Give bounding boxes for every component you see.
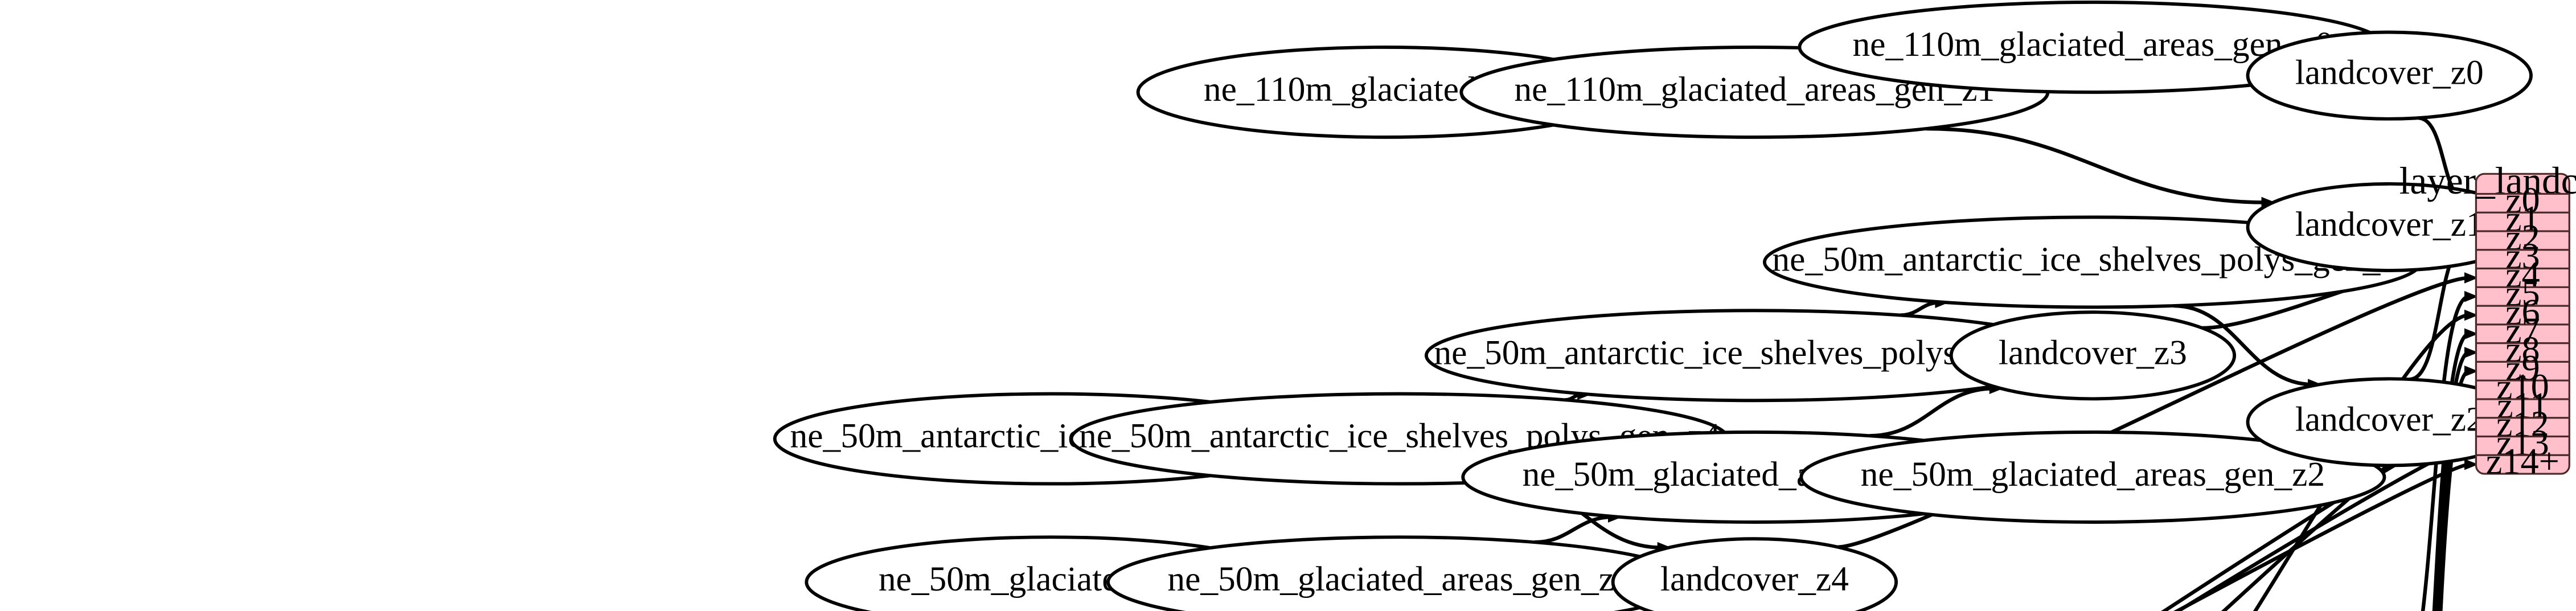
edge-arrowhead — [2464, 309, 2479, 321]
edge-arrowhead — [2464, 328, 2479, 340]
edge-ne_110m_glaciated_areas_gen_z1-to-landcover_z1 — [1926, 126, 2266, 204]
edge-osm_landcover_gen_z11-to-layer_landcover-z11 — [2221, 407, 2470, 611]
node-landcover_z0[interactable]: landcover_z0 — [2246, 30, 2533, 121]
table-row-z14+[interactable]: z14+ — [2486, 441, 2559, 482]
table-row-z11[interactable]: z11 — [2497, 385, 2549, 425]
table-row-z3[interactable]: z3 — [2505, 236, 2540, 276]
table-row-z7[interactable]: z7 — [2505, 310, 2540, 351]
edge-ne_50m_glaciated_areas_gen_z4-to-ne_50m_glaciated_areas_gen_z3 — [1534, 515, 1613, 544]
table-row-z6[interactable]: z6 — [2505, 292, 2540, 332]
edge-arrowhead — [2464, 347, 2479, 358]
edge-osm_landcover_gen_z7-to-layer_landcover-z7 — [2432, 332, 2470, 611]
table-row-z5[interactable]: z5 — [2505, 273, 2540, 314]
edge-ne_50m_antarctic_ice_shelves_polys_gen_z3-to-ne_50m_antarctic_ice_shelves_polys_gen_z2 — [1900, 300, 1940, 317]
node-ne_50m_glaciated_areas_gen_z4[interactable]: ne_50m_glaciated_areas_gen_z4 — [1106, 535, 1693, 611]
table-row-z1[interactable]: z1 — [2505, 199, 2540, 239]
edge-ne_50m_glaciated_areas_gen_z3-to-landcover_z3 — [1869, 387, 1994, 438]
node-shape — [1799, 430, 2386, 524]
layer-landcover-table: layer_landcoverz0z1z2z3z4z5z6z7z8z9z10z1… — [2399, 159, 2576, 482]
edge-arrowhead — [2464, 366, 2479, 377]
edge-arrowhead — [2464, 458, 2479, 470]
table-row-z0[interactable]: z0 — [2505, 180, 2540, 220]
node-shape — [2246, 30, 2533, 121]
table-row-z12[interactable]: z12 — [2496, 404, 2549, 444]
node-landcover_z3[interactable]: landcover_z3 — [1949, 310, 2237, 401]
node-label: landcover_z0 — [2295, 54, 2484, 92]
node-label: landcover_z4 — [1660, 560, 1849, 598]
edge-ne_50m_antarctic_ice_shelves_polys_gen_z2-to-landcover_z2 — [2173, 304, 2313, 387]
node-ne_110m_glaciated_areas_gen_z0[interactable]: ne_110m_glaciated_areas_gen_z0 — [1798, 0, 2388, 94]
table-row-z9[interactable]: z9 — [2505, 348, 2540, 388]
node-label: ne_110m_glaciated_areas_gen_z0 — [1852, 25, 2333, 64]
table-row-z8[interactable]: z8 — [2505, 329, 2540, 370]
node-shape — [1949, 310, 2237, 401]
table-row-z10[interactable]: z10 — [2496, 367, 2549, 407]
edge-arrowhead — [2464, 290, 2479, 302]
node-label: landcover_z3 — [1999, 333, 2187, 372]
edge-osm_landcover_polygon-to-layer_landcover-z14+ — [2173, 462, 2470, 611]
table-row-z2[interactable]: z2 — [2505, 217, 2540, 257]
node-label: ne_50m_glaciated_areas_gen_z2 — [1861, 455, 2325, 494]
table-header-label: layer_landcover — [2399, 159, 2576, 202]
edge-landcover_z4-to-layer_landcover-z4 — [1837, 276, 2470, 549]
node-shape — [1611, 537, 1898, 611]
node-label: ne_50m_glaciated_areas_gen_z4 — [1167, 560, 1631, 598]
edge-osm_landcover_gen_z13-to-layer_landcover-z13 — [2175, 444, 2470, 611]
table-row-z13[interactable]: z13 — [2496, 423, 2549, 463]
edge-arrowhead — [2464, 272, 2479, 284]
node-ne_50m_glaciated_areas_gen_z2[interactable]: ne_50m_glaciated_areas_gen_z2 — [1799, 430, 2386, 524]
node-label: landcover_z1 — [2295, 205, 2484, 244]
node-label: landcover_z2 — [2295, 400, 2484, 438]
table-row-z4[interactable]: z4 — [2505, 255, 2540, 295]
node-landcover_z4[interactable]: landcover_z4 — [1611, 537, 1898, 611]
